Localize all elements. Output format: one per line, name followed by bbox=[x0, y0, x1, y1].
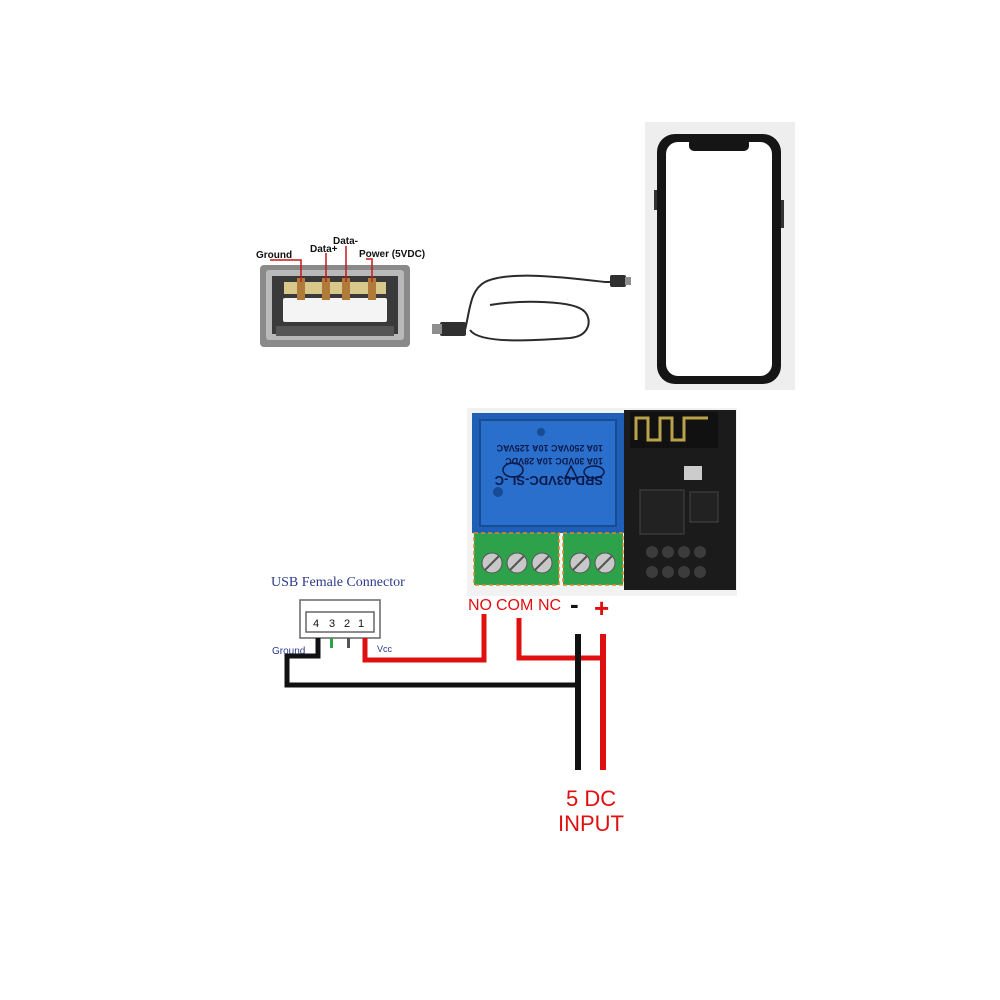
usb-female-pin-4: 4 bbox=[313, 618, 319, 630]
usb-pin-label-power: Power (5VDC) bbox=[359, 249, 425, 260]
relay-rating-ac-text: 10A 250VAC 10A 125VAC bbox=[496, 443, 603, 453]
usb-female-pin-3: 3 bbox=[329, 618, 335, 630]
usb-female-pin-2: 2 bbox=[344, 618, 350, 630]
usb-female-connector bbox=[299, 599, 381, 648]
usb-port-image bbox=[260, 246, 410, 347]
wire-vcc-to-no bbox=[362, 614, 487, 663]
terminal-label-com: COM bbox=[496, 597, 533, 614]
usb-female-ground-label: Ground bbox=[272, 646, 305, 657]
relay-rating-dc-text: 10A 30VDC 10A 28VDC bbox=[505, 456, 603, 466]
usb-cable-image bbox=[432, 274, 631, 342]
relay-module-image: SRD-03VDC-SL-C 10A 30VDC 10A 28VDC 10A 2… bbox=[467, 408, 737, 596]
power-input-label-line1: 5 DC bbox=[566, 786, 616, 811]
usb-pin-label-data-plus: Data+ bbox=[310, 244, 338, 255]
usb-pin-label-data-minus: Data- bbox=[333, 236, 358, 247]
usb-female-vcc-label: Vcc bbox=[377, 644, 393, 654]
relay-cert-marks bbox=[502, 462, 605, 479]
power-input-label-line2: INPUT bbox=[558, 811, 624, 836]
terminal-label-minus: - bbox=[570, 589, 579, 619]
terminal-label-nc: NC bbox=[538, 597, 561, 614]
wire-com-to-plus bbox=[516, 618, 603, 661]
usb-pin-label-ground: Ground bbox=[256, 250, 292, 261]
terminal-label-no: NO bbox=[468, 597, 492, 614]
usb-female-connector-title: USB Female Connector bbox=[271, 575, 405, 590]
phone-image bbox=[645, 122, 795, 390]
wire-ground-to-minus bbox=[284, 638, 578, 688]
usb-female-pin-1: 1 bbox=[358, 618, 364, 630]
terminal-label-plus: + bbox=[594, 593, 609, 623]
